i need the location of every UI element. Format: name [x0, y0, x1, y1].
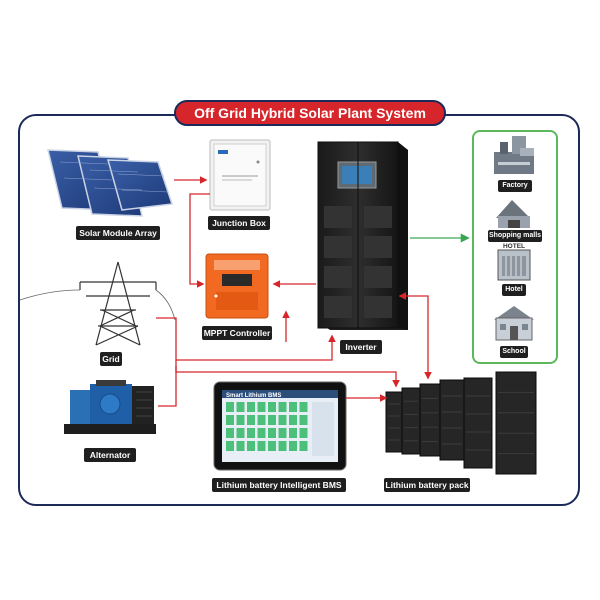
hotel-icon [497, 249, 531, 281]
battery-pack-icon [385, 371, 537, 475]
bms-screen-cells [226, 402, 308, 451]
arrow-to-battery [175, 360, 400, 388]
bms-cell [247, 402, 255, 412]
bms-cell [278, 441, 287, 451]
bms-cell [278, 415, 287, 425]
bms-cell [278, 402, 287, 412]
inverter-cabinet-icon [317, 141, 408, 330]
alternator-icon [64, 380, 156, 434]
bms-cell [226, 441, 234, 451]
battery-rack [419, 383, 441, 457]
bms-cell [268, 415, 276, 425]
bms-cell [289, 428, 297, 438]
arrow-junction-to-mppt [189, 193, 210, 288]
label-junction-box: Junction Box [208, 216, 270, 230]
bms-cell [257, 428, 266, 438]
bms-cell [278, 428, 287, 438]
bms-cell [289, 402, 297, 412]
battery-rack [495, 371, 537, 475]
battery-rack [463, 377, 493, 469]
label-factory: Factory [498, 180, 532, 192]
label-bms: Lithium battery Intelligent BMS [212, 478, 346, 492]
bms-cell [247, 415, 255, 425]
bms-cell [236, 415, 245, 425]
battery-rack [385, 391, 403, 453]
bms-cell [299, 428, 308, 438]
bms-cell [299, 441, 308, 451]
bms-cell [257, 402, 266, 412]
bms-cell [247, 441, 255, 451]
loads-box [472, 130, 558, 364]
shopping-mall-icon [496, 200, 530, 228]
bms-cell [299, 402, 308, 412]
arrow-inverter-battery [398, 292, 432, 380]
bms-cell [226, 415, 234, 425]
bms-cell [226, 428, 234, 438]
bms-cell [236, 402, 245, 412]
bms-cell [268, 441, 276, 451]
label-inverter: Inverter [340, 340, 382, 354]
line-alternator [158, 366, 177, 407]
bms-cell [236, 428, 245, 438]
junction-box-icon [209, 139, 271, 211]
label-mppt-controller: MPPT Controller [202, 326, 272, 340]
bms-cell [289, 415, 297, 425]
label-shopping-malls: Shopping malls [488, 230, 542, 242]
bms-cell [299, 415, 308, 425]
label-battery-pack: Lithium battery pack [384, 478, 470, 492]
school-icon [494, 306, 534, 341]
label-alternator: Alternator [84, 448, 136, 462]
factory-icon [494, 136, 534, 174]
hotel-sign: HOTEL [503, 243, 525, 250]
diagram-title: Off Grid Hybrid Solar Plant System [174, 100, 446, 126]
bms-cell [257, 441, 266, 451]
grid-tower-icon [19, 261, 176, 346]
battery-rack [401, 387, 421, 455]
bms-cell [289, 441, 297, 451]
bms-cell [226, 402, 234, 412]
bms-cell [268, 428, 276, 438]
label-grid: Grid [100, 352, 122, 366]
label-solar-array: Solar Module Array [76, 226, 160, 240]
bms-cell [268, 402, 276, 412]
label-school: School [500, 346, 528, 358]
bms-tablet-icon [213, 381, 347, 471]
battery-rack [439, 379, 465, 461]
bms-cell [236, 441, 245, 451]
solar-array-icon [47, 149, 174, 217]
mppt-controller-icon [205, 253, 269, 319]
bms-cell [247, 428, 255, 438]
bms-screen-title: Smart Lithium BMS [226, 393, 281, 399]
connections [156, 176, 470, 407]
label-hotel: Hotel [502, 284, 526, 296]
bms-cell [257, 415, 266, 425]
